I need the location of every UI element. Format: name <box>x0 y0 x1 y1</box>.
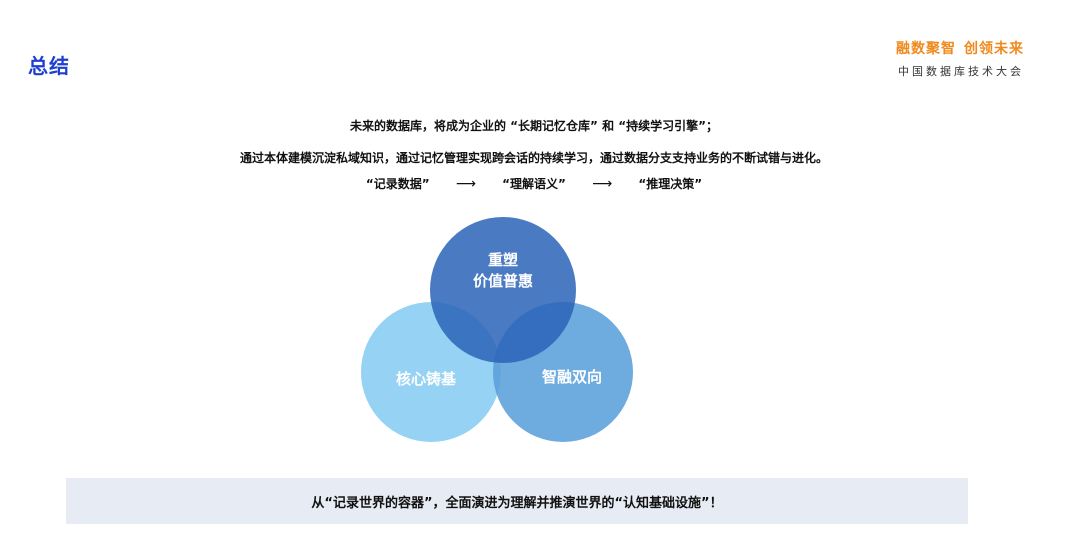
brand-slogan: 融数聚智创领未来 <box>896 38 1024 58</box>
venn-label-right: 智融双向 <box>542 368 602 386</box>
summary-line-2: 通过本体建模沉淀私域知识，通过记忆管理实现跨会话的持续学习，通过数据分支支持业务… <box>239 151 828 165</box>
flow-step-reason: “推理决策” <box>638 177 703 191</box>
conclusion-text: 从“记录世界的容器”，全面演进为理解并推演世界的“认知基础设施”！ <box>311 495 723 511</box>
flow-step-record: “记录数据” <box>365 177 430 191</box>
right-arrow-icon: ⟶ <box>592 175 613 192</box>
venn-label-left: 核心铸基 <box>396 370 457 388</box>
evolution-flow: “记录数据” ⟶ “理解语义” ⟶ “推理决策” <box>0 175 1068 192</box>
brand-logo: 融数聚智创领未来 中国数据库技术大会 <box>896 38 1024 79</box>
brand-subtitle: 中国数据库技术大会 <box>898 65 1024 78</box>
venn-label-top-2: 价值普惠 <box>473 272 533 290</box>
brand-slogan-part2: 创领未来 <box>964 41 1024 57</box>
brand-slogan-part1: 融数聚智 <box>896 41 956 57</box>
right-arrow-icon: ⟶ <box>455 175 476 192</box>
flow-step-understand: “理解语义” <box>502 177 566 191</box>
venn-circle-top <box>430 217 576 363</box>
summary-line-1: 未来的数据库，将成为企业的 “长期记忆仓库” 和 “持续学习引擎”； <box>349 119 719 133</box>
conclusion-banner: 从“记录世界的容器”，全面演进为理解并推演世界的“认知基础设施”！ <box>66 478 968 524</box>
page-title: 总结 <box>28 54 70 78</box>
venn-label-top-1: 重塑 <box>488 251 518 269</box>
